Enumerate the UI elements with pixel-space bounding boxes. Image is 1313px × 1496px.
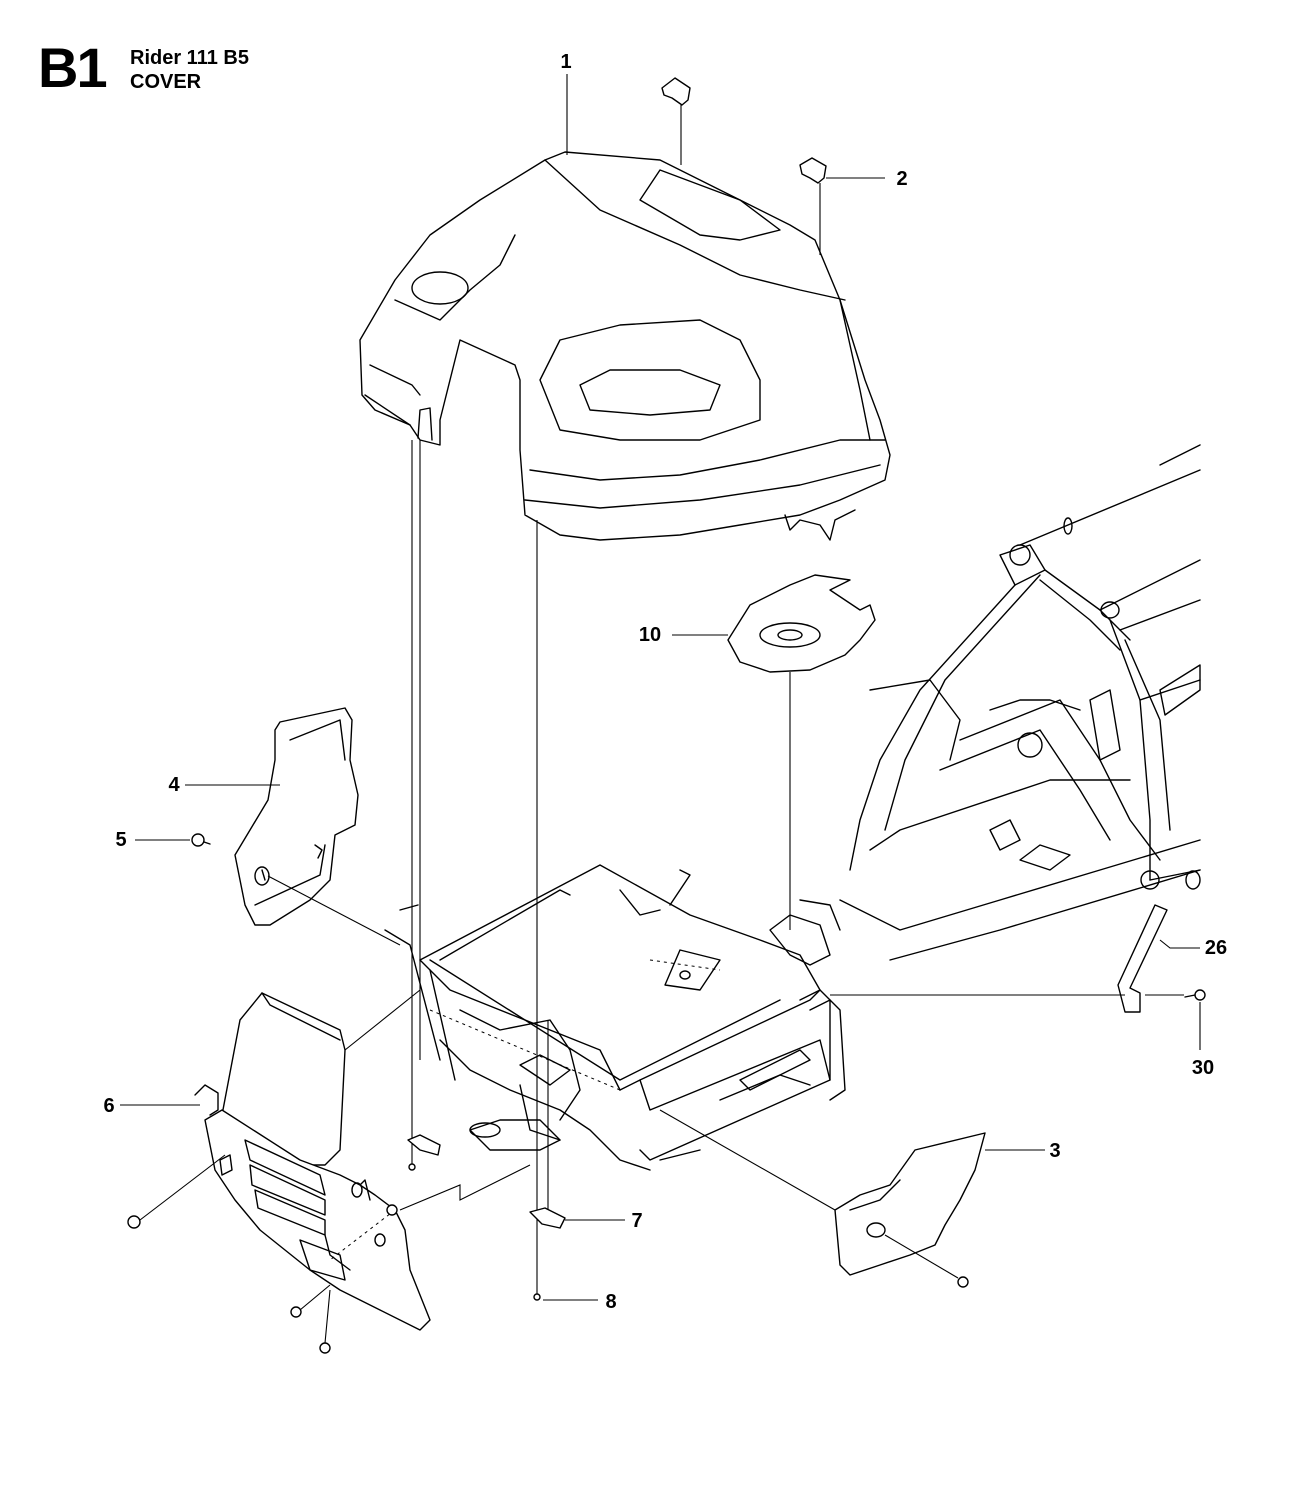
part-frame — [839, 444, 1201, 961]
callout-5: 5 — [115, 829, 127, 851]
callout-10: 10 — [638, 624, 662, 646]
callout-1: 1 — [560, 51, 572, 73]
section-code: B1 — [38, 36, 108, 99]
callout-7: 7 — [631, 1210, 643, 1232]
part-bolt-30 — [1145, 989, 1206, 1001]
callout-leaders — [120, 74, 1201, 1301]
callout-8: 8 — [605, 1291, 617, 1313]
part-chassis — [384, 864, 846, 1171]
part-cover-hood — [359, 151, 891, 541]
part-side-panel-left — [234, 707, 401, 946]
part-side-panel-right — [659, 1109, 986, 1288]
section-title: COVER — [130, 71, 202, 93]
callout-6: 6 — [103, 1095, 115, 1117]
part-clip-2 — [661, 77, 827, 255]
part-front-grille — [127, 989, 531, 1354]
part-hardware-leaders — [407, 440, 566, 1301]
callout-2: 2 — [896, 168, 908, 190]
callout-3: 3 — [1049, 1140, 1061, 1162]
model-name: Rider 111 B5 — [130, 47, 249, 69]
part-pulley-cover — [727, 574, 876, 930]
part-screw-5 — [191, 833, 211, 847]
callout-26: 26 — [1204, 937, 1228, 959]
callout-4: 4 — [168, 774, 180, 796]
part-bracket-26 — [830, 904, 1168, 1013]
callout-30: 30 — [1191, 1057, 1215, 1079]
